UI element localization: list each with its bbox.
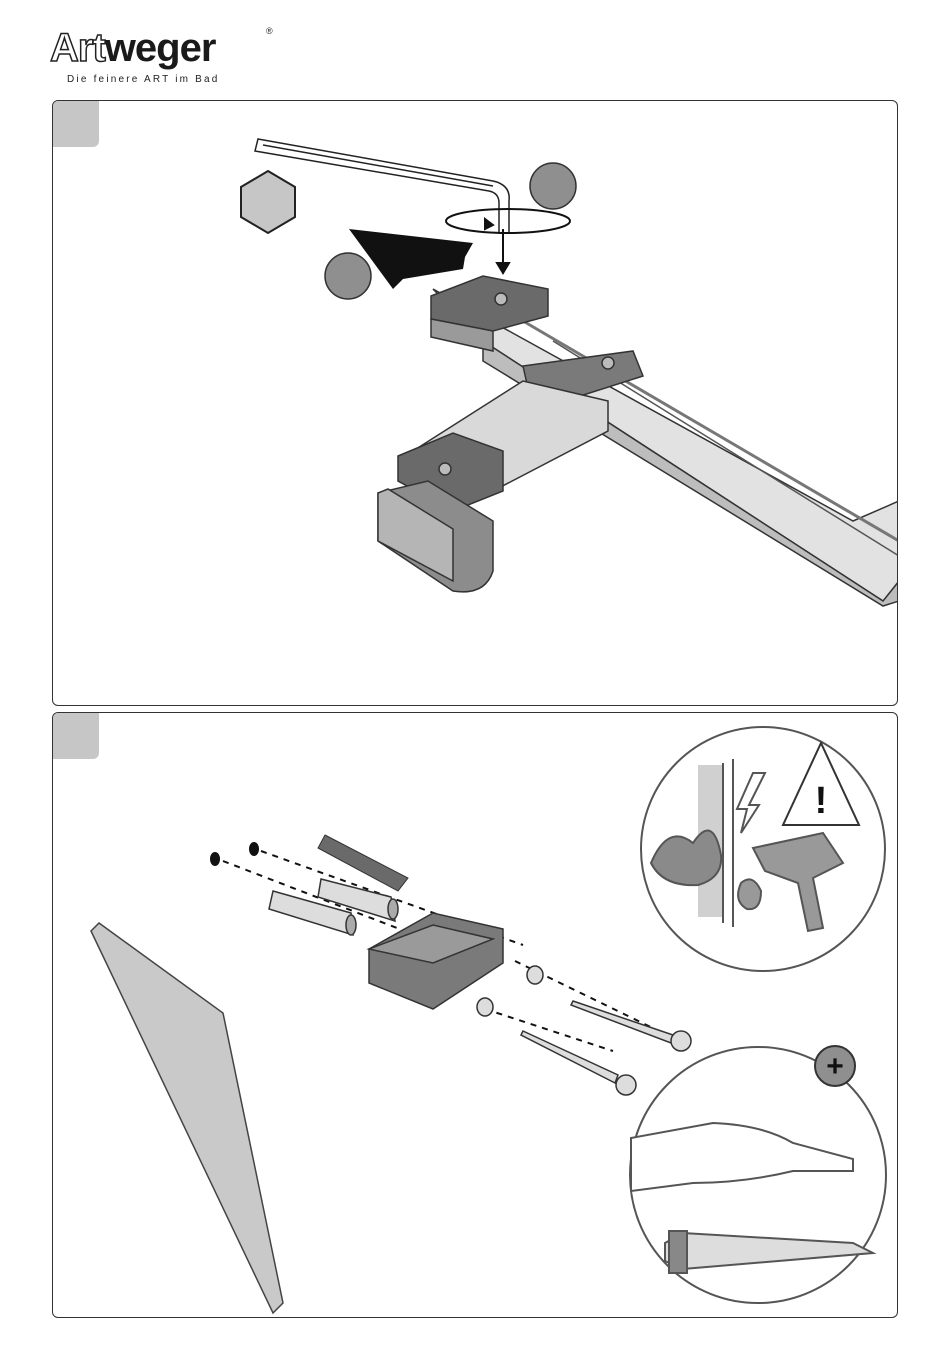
hexagon-icon [241,171,295,233]
water-drops-icon [738,879,761,909]
glass-panel [91,923,283,1313]
drill-hole-marks [210,842,259,866]
screw-head-icon [495,293,507,305]
wall-dowel [269,879,398,935]
side-arm [378,381,608,592]
registered-mark: ® [266,26,273,36]
logo-wordmark: Artweger [50,26,215,70]
screw-icon [521,1001,691,1095]
brand-logo: Artweger ® Die feinere ART im Bad [50,26,240,86]
warning-detail-circle: ! [641,727,885,971]
marker-circle-2 [530,163,576,209]
screw-head-icon [439,463,451,475]
bar-end-cap [431,276,548,351]
logo-word-part-a: Art [50,26,105,70]
step-panel-1 [52,100,898,706]
logo-tagline: Die feinere ART im Bad [67,74,220,85]
marker-circle-1 [325,253,371,299]
wall-mount-bracket [369,913,503,1009]
illustration-wall-mount: ! + [53,713,898,1318]
screwdriver-detail-circle: + [630,1046,886,1303]
screw-head-icon [602,357,614,369]
svg-text:!: ! [815,780,828,822]
logo-word-part-b: weger [105,26,216,70]
svg-text:+: + [826,1050,844,1083]
illustration-stabilizer-bar [53,101,898,706]
step-panel-2: ! + [52,712,898,1318]
